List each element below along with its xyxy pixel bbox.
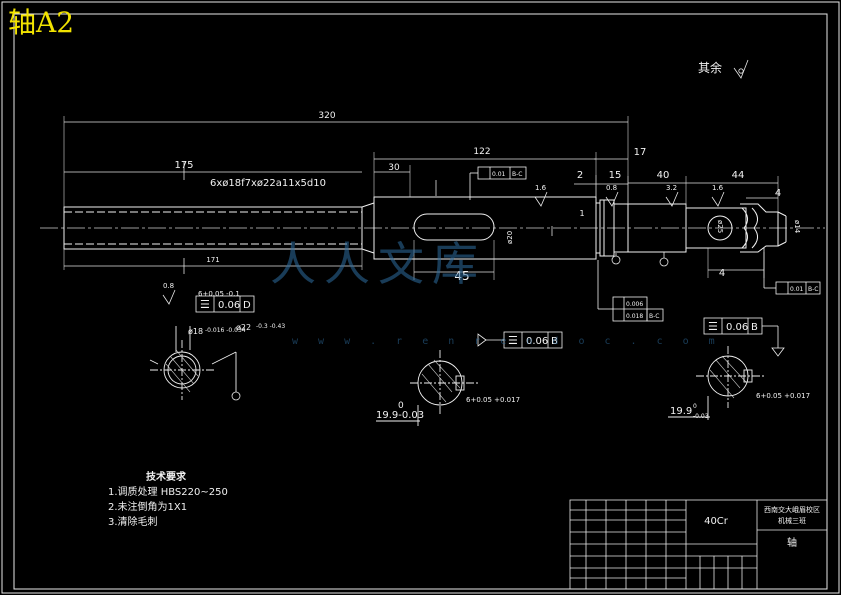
tol2-ref: B-C	[649, 313, 659, 320]
dim-spline: 6xø18f7xø22a11x5d10	[210, 178, 326, 189]
watermark-text: 人人文库	[270, 237, 486, 291]
dim-mid-dia: ø25	[716, 220, 724, 233]
inner-border	[13, 13, 828, 590]
dim-2: 2	[577, 170, 583, 181]
s3-dim-sup: 0	[693, 403, 697, 410]
tech-requirements-title: 技术要求	[146, 472, 186, 483]
sym3-ref: B	[751, 322, 758, 333]
tol1-ref: B-C	[512, 171, 522, 178]
s3-dim: 19.9	[670, 406, 692, 417]
sym1-glyph: ☰	[200, 298, 210, 311]
tolerance-frames	[195, 166, 821, 357]
dim-4a: 4	[775, 188, 781, 199]
tb-part-name: 轴	[787, 536, 797, 549]
tech-requirement-item: 3.清除毛刺	[108, 517, 158, 528]
roughness-1: 1.6	[535, 184, 547, 192]
s1-d1-tol: -0.016 -0.034	[205, 327, 246, 334]
surface-note: 其余	[698, 60, 722, 75]
drawing-text: 其余 320 175 6xø18f7xø22a11x5d10 171 30 12…	[163, 60, 820, 549]
s1-fit: 6+0.05 -0.1	[198, 290, 240, 298]
tb-school-1: 西南交大峨眉校区	[764, 505, 820, 514]
dim-spline-len: 171	[206, 256, 219, 264]
dim-17: 17	[634, 147, 647, 158]
roughness-2: 0.8	[606, 184, 617, 192]
drawing-title: 轴A2	[8, 6, 75, 39]
shaft-outline	[63, 196, 787, 260]
dim-15: 15	[609, 170, 622, 181]
dim-key-dia: ø20	[506, 231, 514, 244]
s1-d2: ø22	[236, 323, 251, 332]
s3-fit: 6+0.05 +0.017	[756, 392, 810, 400]
sym3-value: 0.06	[726, 322, 748, 333]
tol3-value: 0.01	[790, 286, 804, 293]
dim-right-dia: ø14	[793, 220, 801, 234]
roughness-5: 0.8	[163, 282, 174, 290]
dim-4b: 4	[719, 268, 725, 279]
tb-material: 40Cr	[704, 516, 729, 527]
title-block	[569, 499, 828, 590]
tol2a-value: 0.006	[626, 301, 643, 308]
s3-dim-sub: -0.03	[693, 413, 709, 420]
s1-d1: ø18	[188, 327, 203, 336]
sym3-glyph: ☰	[708, 320, 718, 333]
tech-requirement-item: 1.调质处理 HBS220~250	[108, 487, 228, 498]
dim-44: 44	[732, 170, 745, 181]
dimension-lines	[64, 121, 778, 273]
dimension-ticks	[183, 162, 553, 274]
dim-left-len: 175	[174, 160, 193, 171]
dim-overall: 320	[318, 111, 335, 121]
dim-30: 30	[388, 163, 400, 173]
sym2-ref: B	[551, 336, 558, 347]
dim-1: 1	[579, 209, 584, 218]
roughness-symbols	[162, 59, 749, 305]
s2-fit: 6+0.05 +0.017	[466, 396, 520, 404]
tb-school-2: 机械三班	[778, 516, 806, 525]
tol1-value: 0.01	[492, 171, 506, 178]
tech-requirement-item: 2.未注倒角为1X1	[108, 502, 188, 513]
section-spline	[149, 326, 237, 400]
tech-requirements: 技术要求 1.调质处理 HBS220~250 2.未注倒角为1X1 3.清除毛刺	[108, 470, 228, 530]
dim-122: 122	[473, 147, 490, 157]
watermark-url: w w w . r e n r e n d o c . c o m	[292, 336, 722, 347]
roughness-4: 1.6	[712, 184, 724, 192]
sym2-value: 0.06	[526, 336, 548, 347]
sym1-ref: D	[243, 300, 251, 311]
s1-d2-tol: -0.3 -0.43	[256, 323, 285, 330]
dim-40: 40	[657, 170, 670, 181]
s2-dim: 19.9-0.03	[376, 410, 424, 421]
tol2b-value: 0.018	[626, 313, 643, 320]
section-key-c	[668, 346, 764, 420]
dim-45: 45	[454, 269, 469, 283]
s2-dim-top: 0	[398, 401, 404, 411]
sym2-glyph: ☰	[508, 334, 518, 347]
section-key-b	[376, 350, 478, 426]
tol3-ref: B-C	[808, 286, 818, 293]
sym1-value: 0.06	[218, 300, 240, 311]
roughness-3: 3.2	[666, 184, 677, 192]
